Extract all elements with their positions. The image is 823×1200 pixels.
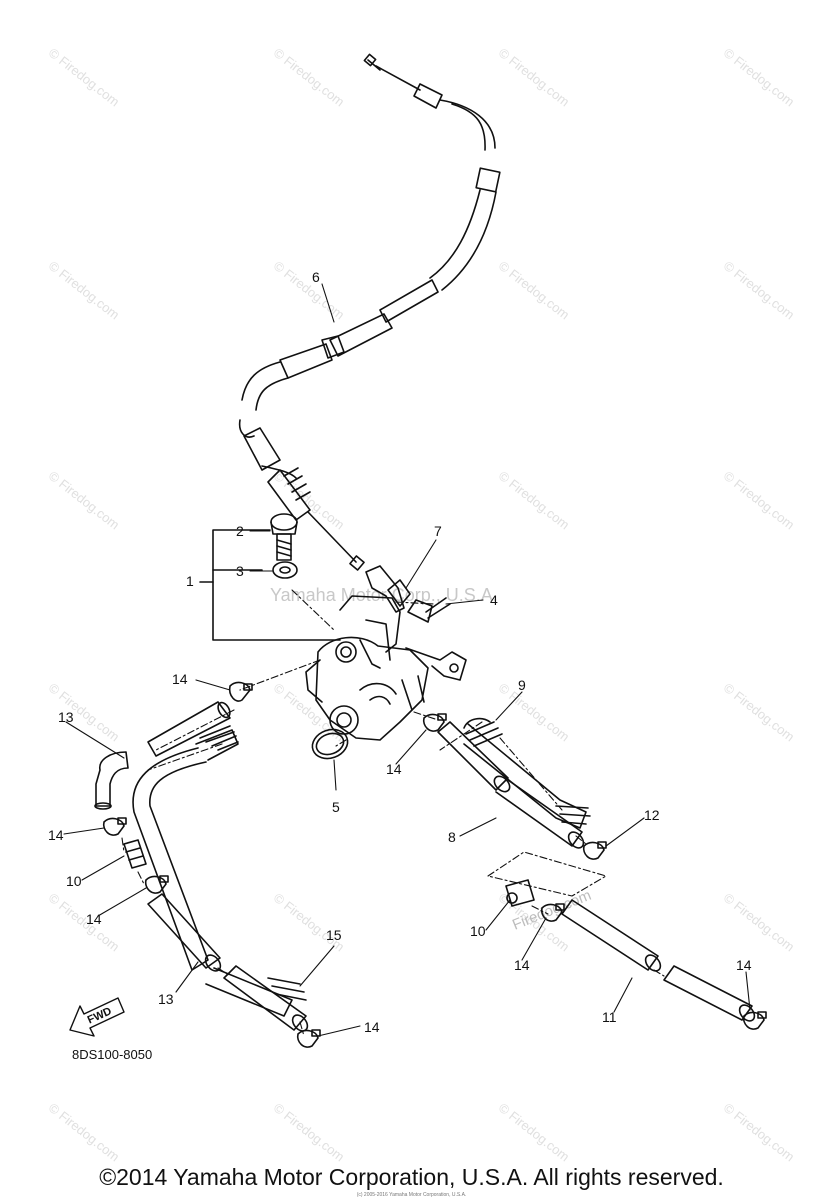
- callout-9: 9: [518, 677, 526, 693]
- bolt: [270, 513, 298, 561]
- callout-7: 7: [434, 523, 442, 539]
- callout-5: 5: [332, 799, 340, 815]
- control-cable: [238, 53, 501, 571]
- callout-12: 12: [644, 807, 660, 823]
- hose-clamp: [540, 903, 565, 922]
- callout-14: 14: [172, 671, 188, 687]
- hose-left-long: [147, 893, 222, 972]
- callout-14: 14: [514, 957, 530, 973]
- callout-10: 10: [470, 923, 486, 939]
- hose-right-8: [437, 721, 585, 849]
- hose-clamp: [742, 1011, 767, 1030]
- callout-14: 14: [386, 761, 402, 777]
- callout-13: 13: [158, 991, 174, 1007]
- callout-3: 3: [236, 563, 244, 579]
- hose-fitting: [123, 839, 147, 869]
- callout-11: 11: [602, 1009, 617, 1025]
- hose-fitting: [505, 879, 535, 907]
- callout-10: 10: [66, 873, 82, 889]
- callout-14: 14: [86, 911, 102, 927]
- group-box: [487, 851, 607, 897]
- callout-14: 14: [364, 1019, 380, 1035]
- hose-clamp: [102, 817, 127, 836]
- hose-right-spring: [463, 717, 591, 829]
- hose-clamp: [228, 681, 253, 702]
- callout-8: 8: [448, 829, 456, 845]
- callout-15: 15: [326, 927, 342, 943]
- callout-14: 14: [736, 957, 752, 973]
- hose-clamp: [296, 1029, 321, 1048]
- hose-clamp: [144, 875, 169, 894]
- callout-1: 1: [186, 573, 194, 589]
- copyright-footer: ©2014 Yamaha Motor Corporation, U.S.A. A…: [99, 1164, 724, 1190]
- o-ring: [311, 728, 349, 760]
- group-bracket: [199, 529, 341, 641]
- callout-4: 4: [490, 592, 498, 608]
- hose-clamp-12: [582, 841, 607, 860]
- hose-left-lower: [223, 965, 309, 1032]
- washer: [272, 561, 298, 579]
- leader-lines: [63, 283, 751, 1037]
- hose-short-upper: [147, 701, 231, 757]
- lever-plate: [365, 565, 411, 613]
- forward-arrow-icon: [69, 997, 125, 1037]
- callout-2: 2: [236, 523, 244, 539]
- tiny-copyright: (c) 2005-2016 Yamaha Motor Corporation, …: [356, 1192, 467, 1198]
- screw: [407, 597, 451, 623]
- hose-clamp: [422, 713, 447, 732]
- callout-13: 13: [58, 709, 74, 725]
- hose-left-short: [94, 751, 129, 810]
- callout-14: 14: [48, 827, 64, 843]
- assembly-lines: [121, 589, 665, 1037]
- callout-6: 6: [312, 269, 320, 285]
- part-number: 8DS100-8050: [72, 1047, 153, 1062]
- hose-right-11: [561, 899, 756, 1022]
- hose-long-spring: [132, 725, 307, 1017]
